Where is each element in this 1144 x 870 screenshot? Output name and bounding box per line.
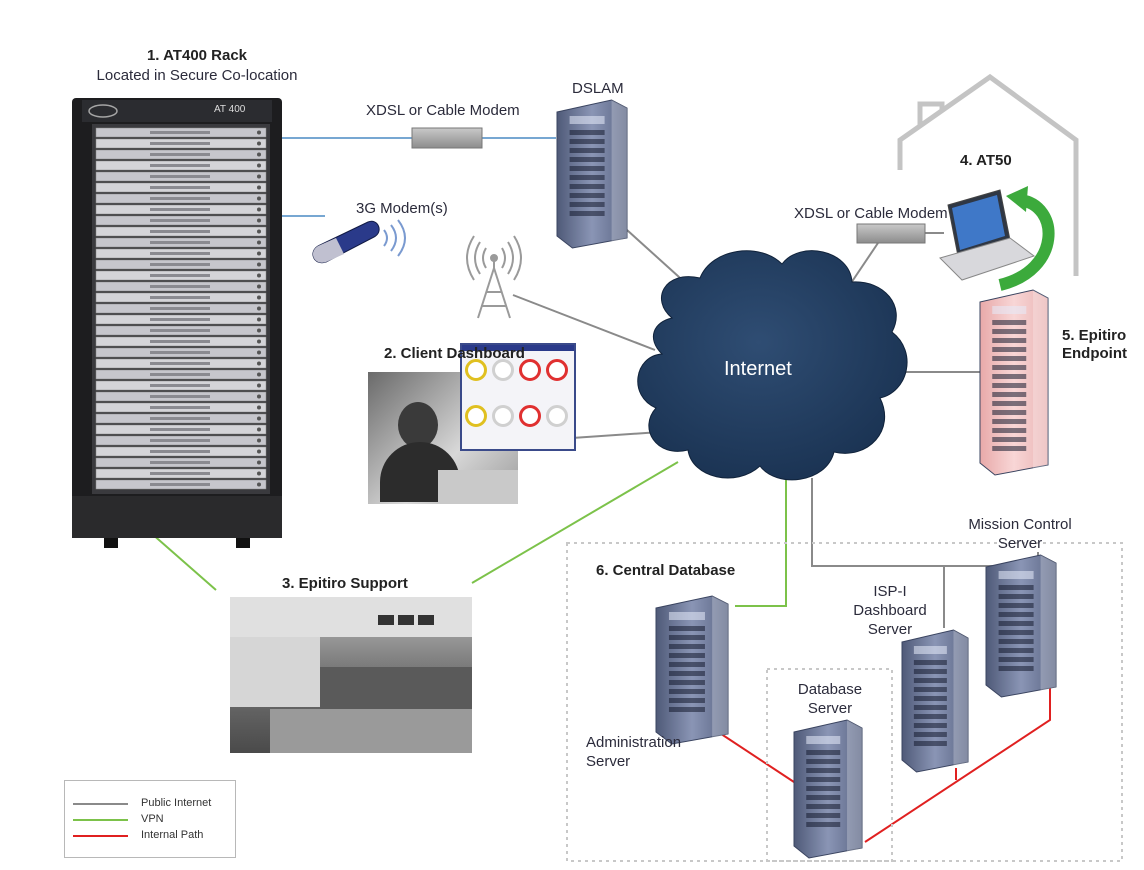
support-label: 3. Epitiro Support [282,575,408,592]
gauge-dial-icon [492,359,514,381]
legend-label: VPN [141,813,164,825]
database-server-label-line2: Server [807,700,853,717]
gauge-dial-icon [465,359,487,381]
isp-dashboard-label-line2: Dashboard [853,602,927,619]
home-modem-label: XDSL or Cable Modem [794,205,948,222]
internet-cloud [637,250,908,481]
database-server [793,719,863,859]
endpoint-server [979,289,1049,476]
3g-modem-stick [312,219,406,264]
line-dashboard-internet [571,431,661,439]
top-modem-label: XDSL or Cable Modem [366,102,520,119]
legend-swatch [73,819,128,821]
line-tower-internet [512,294,656,351]
admin-server-label-line1: Administration [586,734,682,751]
line-db-mission [864,686,1051,843]
at400-rack [72,98,282,548]
dslam-tower [556,99,628,249]
isp-dashboard-server [901,629,969,773]
isp-dashboard-label-line1: ISP-I [873,583,907,600]
line-support-internet [471,461,679,584]
rack-subtitle: Located in Secure Co-location [96,67,298,84]
legend-swatch [73,835,128,837]
gauge-dial-icon [519,359,541,381]
legend: Public Internet VPN Internal Path [64,780,236,858]
mission-control-server [985,554,1057,698]
endpoint-label-line2: Endpoint [1062,345,1127,362]
top-modem-box [411,127,483,149]
admin-server-label-line2: Server [586,753,631,770]
support-center-photo [230,597,472,753]
database-server-label-line1: Database [797,681,863,698]
house-outline [897,73,1079,276]
dslam-server [556,99,628,249]
central-database-label: 6. Central Database [596,562,736,579]
database-server-box [766,668,893,862]
gauge-dial-icon [492,405,514,427]
dashboard-gauges-screen [460,343,576,451]
dslam-label: DSLAM [572,80,624,97]
mission-control-label-line2: Server [997,535,1043,552]
at50-label: 4. AT50 [960,152,1012,169]
endpoint-label-line1: 5. Epitiro [1062,327,1127,344]
mission-control-label-line1: Mission Control [968,516,1072,533]
isp-dashboard-label-line3: Server [867,621,913,638]
laptop [939,186,1055,291]
legend-swatch [73,803,128,805]
client-dashboard-label: 2. Client Dashboard [384,345,525,362]
home-modem-box [856,223,926,244]
gauge-dial-icon [546,359,568,381]
legend-label: Internal Path [141,829,204,841]
rack-brand: AT 400 [214,104,246,115]
rack-title: 1. AT400 Rack [146,47,248,64]
gauge-dial-icon [465,405,487,427]
radio-tower [466,235,522,319]
gauge-dial-icon [519,405,541,427]
admin-server [655,595,729,745]
3g-modem-label: 3G Modem(s) [356,200,448,217]
line-internet-admin [735,478,787,607]
legend-label: Public Internet [141,797,212,809]
internet-label: Internet [724,358,792,380]
gauge-dial-icon [546,405,568,427]
